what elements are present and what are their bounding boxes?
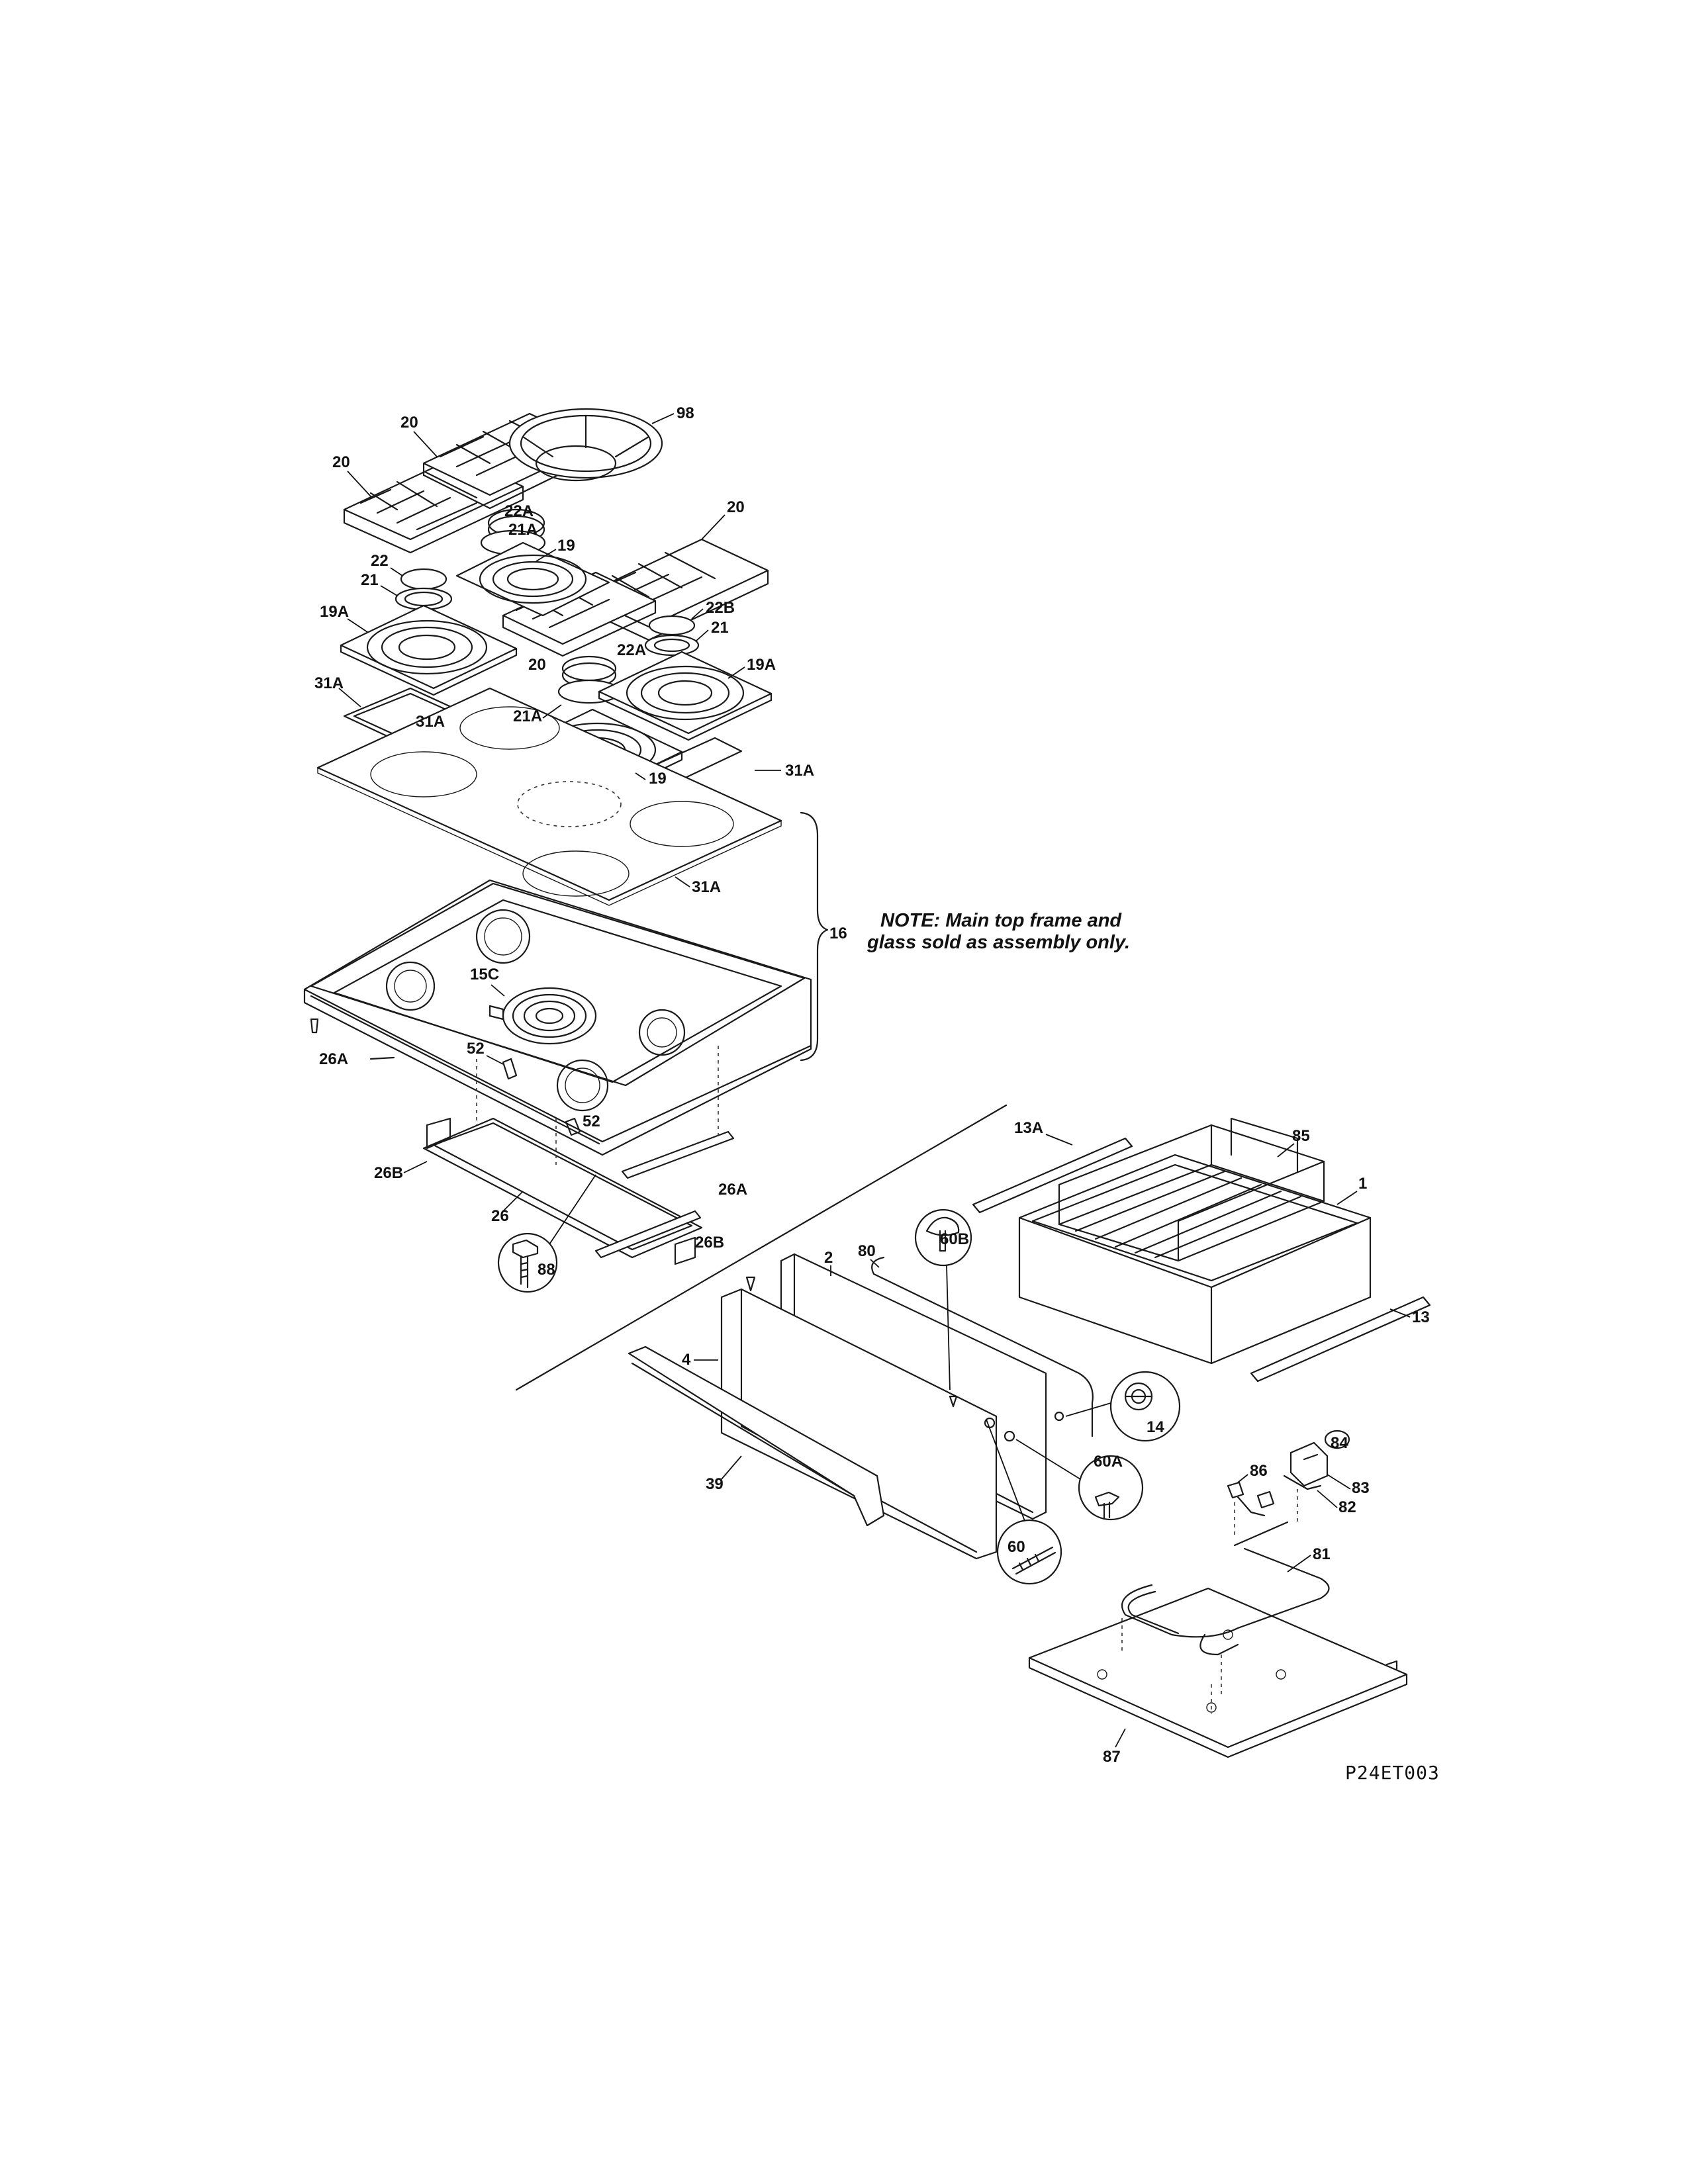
screw-detail-88 <box>497 1174 596 1293</box>
callout-4: 4 <box>682 1351 691 1369</box>
knob-84 <box>1324 1430 1350 1449</box>
connector-86 <box>1227 1481 1275 1517</box>
wok-ring-98 <box>508 408 663 482</box>
callout-82: 82 <box>1338 1498 1356 1516</box>
callout-52: 52 <box>467 1040 485 1058</box>
strip-26B-right <box>594 1210 702 1259</box>
callout-14: 14 <box>1147 1418 1164 1436</box>
callout-20: 20 <box>727 498 745 516</box>
callout-31A: 31A <box>416 713 445 731</box>
callout-22: 22 <box>371 552 389 570</box>
callout-19A: 19A <box>320 603 349 621</box>
cooktop-assembly <box>303 408 812 1293</box>
note-line-1: NOTE: Main top frame and <box>880 910 1122 931</box>
burner-cap-22 <box>400 568 447 590</box>
part-callouts: 98 20 20 20 20 22A 21A 19 22 21 22B 21 1… <box>314 404 1430 1766</box>
burner-bowl-19-top <box>455 541 610 617</box>
callout-60B: 60B <box>940 1230 969 1248</box>
burner-bowl-19A-left <box>340 604 518 696</box>
callout-20: 20 <box>332 453 350 471</box>
note-line-2: glass sold as assembly only. <box>867 932 1130 953</box>
burner-cap-22B <box>648 615 696 636</box>
bracket-82 <box>1283 1475 1322 1490</box>
bracket-26-assembly <box>422 1117 703 1265</box>
drawer-handle-39 <box>628 1345 885 1527</box>
callout-2: 2 <box>824 1249 833 1267</box>
drawer-rail-13 <box>1250 1296 1431 1383</box>
burner-bowl-19A-right <box>598 651 773 741</box>
drawer-bottom-87 <box>1028 1587 1408 1758</box>
rack-85 <box>1058 1117 1325 1262</box>
callout-87: 87 <box>1103 1748 1121 1766</box>
callout-19: 19 <box>649 770 667 788</box>
callout-26: 26 <box>491 1207 509 1225</box>
callout-60: 60 <box>1008 1538 1025 1556</box>
control-switch-83 <box>1289 1441 1329 1487</box>
callout-31A: 31A <box>314 674 344 692</box>
callout-60A: 60A <box>1094 1453 1123 1471</box>
main-top-frame <box>303 879 812 1156</box>
callout-86: 86 <box>1250 1462 1268 1480</box>
glass-cooktop <box>316 687 782 906</box>
callout-13A: 13A <box>1014 1119 1043 1137</box>
callout-88: 88 <box>538 1261 555 1279</box>
callout-21: 21 <box>361 571 379 589</box>
drawer-assembly <box>628 1117 1431 1758</box>
figure-code: P24ET003 <box>1345 1762 1440 1784</box>
section-divider-line <box>515 1104 1008 1391</box>
callout-19: 19 <box>557 537 575 555</box>
callout-13: 13 <box>1412 1308 1430 1326</box>
callout-21: 21 <box>711 619 729 637</box>
drawer-body-1 <box>1018 1154 1372 1365</box>
screw-detail-60 <box>986 1419 1062 1585</box>
callout-21A: 21A <box>508 521 538 539</box>
bracket-26A-left <box>369 1056 395 1060</box>
strip-26A-right <box>621 1130 735 1179</box>
callout-52: 52 <box>583 1113 600 1130</box>
callout-31A: 31A <box>785 762 814 780</box>
assembly-brace-16 <box>800 811 829 1062</box>
callout-19A: 19A <box>747 656 776 674</box>
callout-26A: 26A <box>319 1050 348 1068</box>
callout-1: 1 <box>1358 1175 1367 1193</box>
callout-81: 81 <box>1313 1545 1331 1563</box>
callout-80: 80 <box>858 1242 876 1260</box>
callout-15C: 15C <box>470 966 499 983</box>
warming-element-81 <box>1121 1521 1330 1656</box>
drawer-front-4 <box>720 1288 998 1560</box>
knob-detail-14 <box>1065 1371 1181 1442</box>
callout-22A: 22A <box>617 641 646 659</box>
callout-21A: 21A <box>513 707 542 725</box>
callout-98: 98 <box>677 404 694 422</box>
callout-22B: 22B <box>706 599 735 617</box>
callout-39: 39 <box>706 1475 724 1493</box>
ring-21-right <box>644 634 700 657</box>
tube-80 <box>871 1256 1094 1437</box>
callout-31A: 31A <box>692 878 721 896</box>
callout-85: 85 <box>1292 1127 1310 1145</box>
drawer-rail-13A <box>972 1137 1133 1214</box>
callout-84: 84 <box>1331 1434 1348 1452</box>
callout-26A: 26A <box>718 1181 747 1199</box>
screw-detail-60A <box>1015 1439 1144 1521</box>
callout-20: 20 <box>528 656 546 674</box>
screw-detail-60B <box>914 1208 972 1390</box>
callout-16: 16 <box>829 925 847 942</box>
callout-20: 20 <box>400 414 418 432</box>
callout-22A: 22A <box>504 502 534 520</box>
callout-26B: 26B <box>374 1164 403 1182</box>
surface-element-15C <box>502 987 597 1045</box>
callout-83: 83 <box>1352 1479 1370 1497</box>
callout-26B: 26B <box>695 1234 724 1251</box>
burner-cap-22A-lower <box>561 655 617 682</box>
